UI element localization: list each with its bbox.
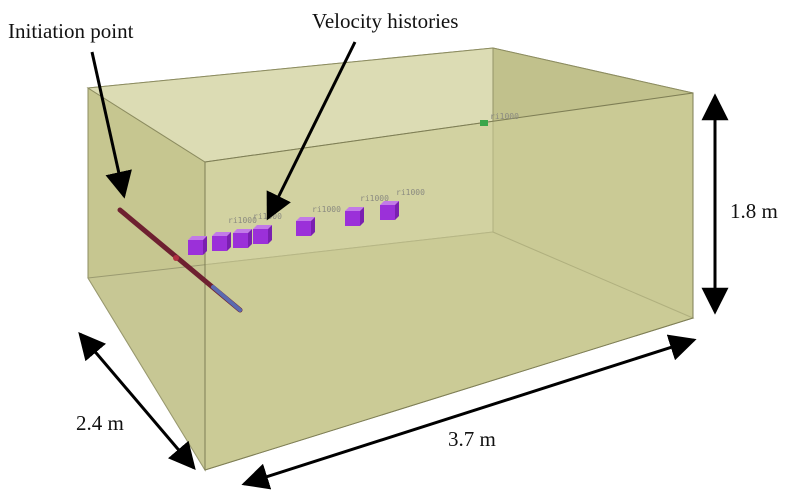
dimension-arrows — [78, 93, 729, 490]
velocity-arrow — [266, 41, 357, 221]
sensor-marker: ri1000 — [480, 112, 519, 126]
gauge-tag: ri1000 — [396, 188, 425, 197]
length-label: 3.7 m — [448, 427, 496, 451]
initiation-arrow — [90, 51, 132, 199]
width-arrow — [78, 331, 196, 471]
velocity-histories-label: Velocity histories — [312, 9, 458, 33]
gauge-cube — [345, 207, 364, 226]
initiation-point-label: Initiation point — [8, 19, 134, 43]
width-label: 2.4 m — [76, 411, 124, 435]
gauge-tag: ri1000 — [360, 194, 389, 203]
gauge-cube — [212, 232, 231, 251]
velocity-gauges — [188, 201, 399, 255]
gauge-tag: ri1000 — [312, 205, 341, 214]
svg-text:ri1000: ri1000 — [490, 112, 519, 121]
gauge-cube — [188, 236, 207, 255]
gauge-cube — [253, 225, 272, 244]
gauge-cube — [233, 229, 252, 248]
length-arrow — [241, 334, 697, 490]
explosive-charge — [117, 207, 243, 313]
gauge-tag: ri1000 — [228, 216, 257, 225]
gauge-cube — [380, 201, 399, 220]
gauge-cube — [296, 217, 315, 236]
callout-arrows — [90, 41, 357, 221]
height-label: 1.8 m — [730, 199, 778, 223]
